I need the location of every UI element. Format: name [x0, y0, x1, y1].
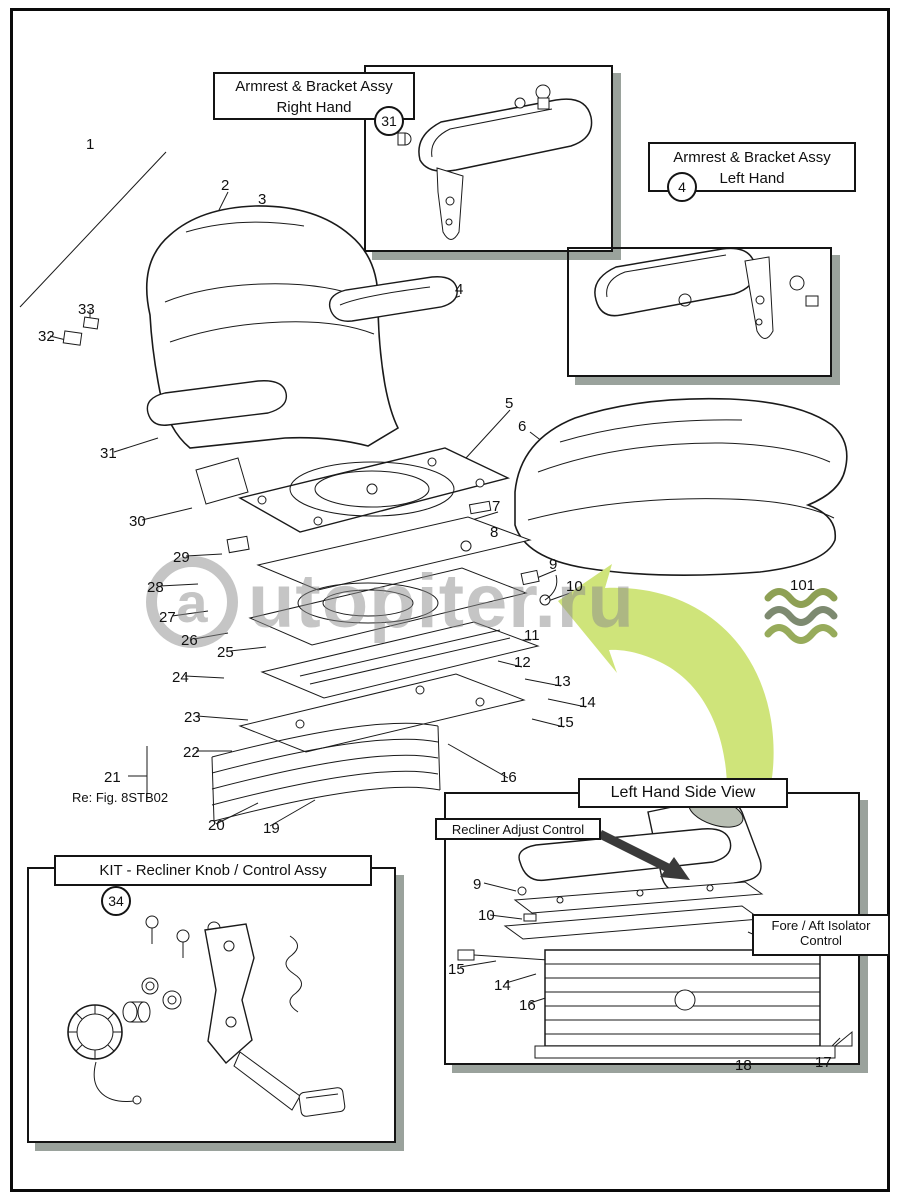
part-number-31: 31: [100, 445, 117, 462]
part-number-7: 7: [492, 498, 501, 515]
side-part-number-9: 9: [473, 876, 482, 893]
part-number-29: 29: [173, 549, 190, 566]
recliner-kit-illustration: [67, 915, 346, 1117]
armrest-left-badge: 4: [667, 172, 697, 202]
kit-title-box: KIT - Recliner Knob / Control Assy: [54, 855, 372, 886]
part-number-15: 15: [557, 714, 574, 731]
waves-logo-icon: [764, 588, 838, 644]
armrest-right-inset-box: [364, 65, 613, 252]
seat-back-illustration: [62, 205, 458, 554]
recliner-adjust-control-label: Recliner Adjust Control: [435, 818, 601, 840]
side-part-number-14: 14: [494, 977, 511, 994]
isolator-label-line2: Control: [800, 933, 842, 948]
part-number-12: 12: [514, 654, 531, 671]
side-part-number-17: 17: [815, 1054, 832, 1071]
fore-aft-isolator-control-label: Fore / Aft Isolator Control: [752, 914, 890, 956]
part-number-5: 5: [505, 395, 514, 412]
side-part-number-10: 10: [478, 907, 495, 924]
part-number-10: 10: [566, 578, 583, 595]
armrest-right-title-line2: Right Hand: [276, 99, 352, 116]
part-number-13: 13: [554, 673, 571, 690]
side-part-number-15: 15: [448, 961, 465, 978]
reference-figure-note: Re: Fig. 8STB02: [72, 790, 169, 805]
seat-cushion-illustration: [514, 397, 848, 576]
part-number-23: 23: [184, 709, 201, 726]
part-number-32: 32: [38, 328, 55, 345]
part-number-20: 20: [208, 817, 225, 834]
part-number-11: 11: [524, 627, 540, 644]
part-number-3: 3: [258, 191, 267, 208]
kit-badge: 34: [101, 886, 131, 916]
isolator-label-line1: Fore / Aft Isolator: [771, 918, 871, 933]
armrest-right-badge: 31: [374, 106, 404, 136]
part-number-28: 28: [147, 579, 164, 596]
armrest-left-title-line2: Left Hand: [719, 170, 785, 187]
armrest-left-inset-box: [567, 247, 832, 377]
part-number-27: 27: [159, 609, 176, 626]
side-part-number-18: 18: [735, 1057, 752, 1074]
swivel-plate-illustration: [238, 447, 511, 533]
kit-inset-box: [27, 867, 396, 1143]
part-number-8: 8: [490, 524, 499, 541]
part-number-9: 9: [549, 556, 558, 573]
armrest-left-illustration: [594, 247, 819, 339]
part-number-24: 24: [172, 669, 189, 686]
armrest-right-title-line1: Armrest & Bracket Assy: [235, 78, 393, 95]
part-number-25: 25: [217, 644, 234, 661]
green-swoosh-arrow: [558, 564, 774, 795]
armrest-right-illustration: [397, 84, 593, 240]
part-number-30: 30: [129, 513, 146, 530]
part-number-4: 4: [455, 281, 464, 298]
part-number-14: 14: [579, 694, 596, 711]
bellows-illustration: [211, 722, 441, 822]
part-number-21: 21: [104, 769, 121, 786]
side-view-title-box: Left Hand Side View: [578, 778, 788, 808]
part-number-22: 22: [183, 744, 200, 761]
part-number-16: 16: [500, 769, 517, 786]
part-number-26: 26: [181, 632, 198, 649]
part-number-6: 6: [518, 418, 527, 435]
part-number-33: 33: [78, 301, 95, 318]
part-number-19: 19: [263, 820, 280, 837]
armrest-left-title-line1: Armrest & Bracket Assy: [673, 149, 831, 166]
watermark: a utopiter.ru: [146, 556, 635, 648]
part-number-101: 101: [790, 577, 816, 594]
watermark-logo-icon: a: [146, 556, 238, 648]
page-border-frame: [10, 8, 890, 1192]
watermark-logo-letter: a: [176, 570, 208, 634]
part-number-2: 2: [221, 177, 230, 194]
part-number-1: 1: [86, 136, 95, 153]
side-part-number-16: 16: [519, 997, 536, 1014]
suspension-frames-illustration: [238, 500, 558, 753]
watermark-text: utopiter.ru: [248, 559, 635, 644]
